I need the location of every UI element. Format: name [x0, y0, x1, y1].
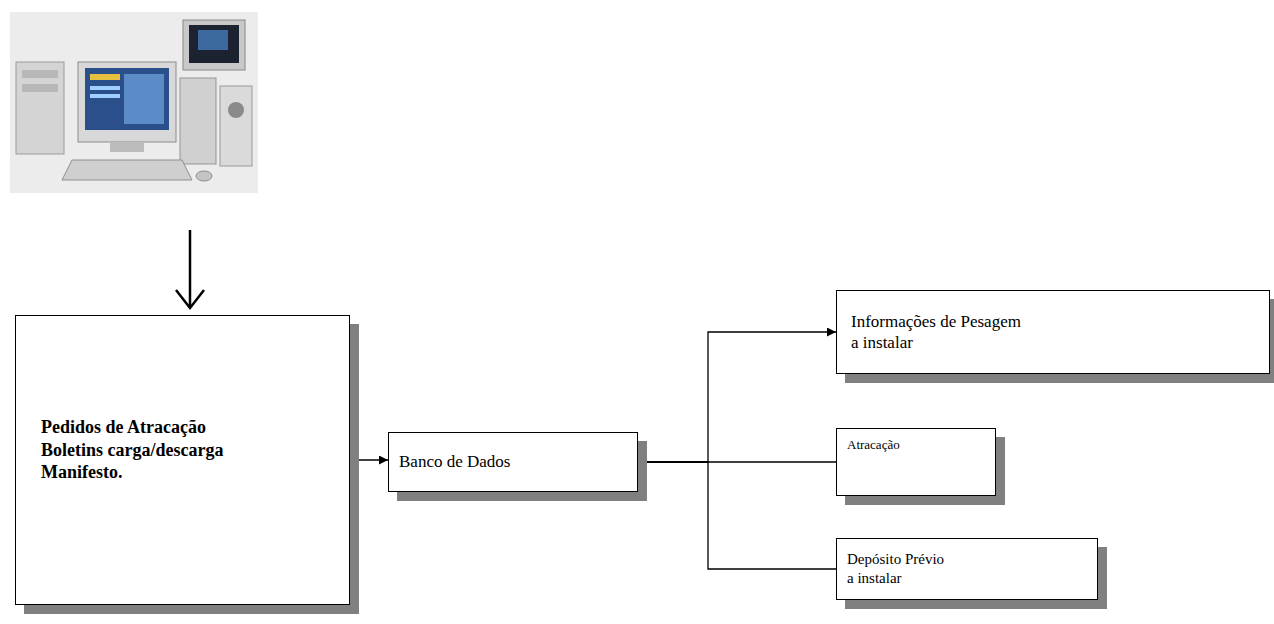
node-text: Boletins carga/descarga: [41, 439, 223, 462]
mouse: [196, 171, 212, 181]
speaker-cone: [228, 102, 244, 118]
module-box: Depósito Prévioa instalar: [836, 538, 1098, 600]
tower-right: [180, 78, 216, 164]
node-text: Informações de Pesagem: [851, 311, 1021, 332]
node-text: Pedidos de Atracação: [41, 416, 206, 439]
monitor-stand: [110, 142, 144, 152]
node-text: Depósito Prévio: [847, 550, 944, 569]
screen-line: [90, 86, 120, 90]
database-box: Banco de Dados: [388, 432, 638, 492]
tower-left: [16, 62, 64, 154]
connector-line: [350, 459, 388, 460]
screen-panel: [124, 74, 164, 124]
flow-arrow-head: [176, 290, 204, 308]
input-box: Pedidos de AtracaçãoBoletins carga/desca…: [15, 315, 350, 605]
drive-bay: [22, 84, 58, 92]
monitor-main: [78, 62, 176, 142]
node-text: a instalar: [847, 569, 902, 588]
module-box: Informações de Pesagema instalar: [836, 290, 1270, 374]
connector-line: [638, 462, 836, 569]
module-box: Atracação: [836, 428, 996, 496]
screen-line: [90, 94, 120, 98]
connector-line: [638, 332, 836, 462]
node-text: Atracação: [847, 437, 900, 453]
drive-bay: [22, 70, 58, 78]
screen-bar: [90, 74, 120, 80]
node-text: Manifesto.: [41, 461, 122, 484]
flow-arrow: [189, 230, 192, 306]
screen-back: [189, 25, 239, 63]
monitor-back: [183, 20, 245, 70]
node-text: Banco de Dados: [399, 451, 510, 472]
screen-image: [198, 30, 228, 50]
screen-main: [85, 68, 169, 130]
speaker: [220, 86, 252, 166]
node-text: a instalar: [851, 332, 913, 353]
photo-ground: [10, 12, 258, 193]
keyboard: [62, 160, 192, 180]
